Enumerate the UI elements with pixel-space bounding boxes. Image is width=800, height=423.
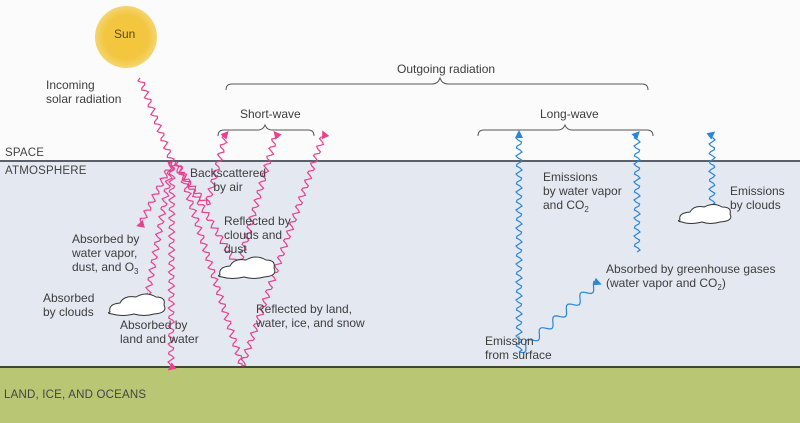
sun-icon [95, 6, 157, 68]
backscatter-up-arrow [205, 131, 229, 206]
reflected-land-label: Reflected by land, water, ice, and snow [256, 302, 365, 330]
reflected-ground-arrow [240, 130, 330, 367]
incoming-label: Incoming solar radiation [46, 78, 121, 106]
absorbed-greenhouse-line1: Absorbed by greenhouse gases [606, 262, 776, 276]
ozone-subscript: 3 [134, 267, 139, 276]
reflected-land-line1: Reflected by land, [256, 302, 353, 316]
absorbed-vapor-line3: dust, and O [72, 260, 135, 274]
incoming-line2: solar radiation [46, 92, 122, 106]
backscattered-line1: Backscattered [190, 166, 267, 180]
emissions-vapor-line1: Emissions [543, 170, 598, 184]
atmosphere-region [0, 160, 800, 368]
incoming-radiation-arrow [137, 77, 176, 163]
absorbed-land-line1: Absorbed by [120, 318, 188, 332]
short-wave-bracket [217, 123, 315, 137]
emission-surface-line1: Emission [485, 334, 534, 348]
absorbed-clouds-arrow [141, 161, 175, 302]
absorbed-greenhouse-label: Absorbed by greenhouse gases (water vapo… [606, 262, 775, 295]
cloud-icon [107, 293, 166, 316]
emissions-clouds-label: Emissions by clouds [730, 184, 785, 212]
absorbed-land-line2: land and water [120, 332, 199, 346]
absorbed-vapor-line2: water vapor, [72, 246, 138, 260]
emissions-vapor-label: Emissions by water vapor and CO2 [543, 170, 622, 217]
reflected-clouds-line1: Reflected by [224, 214, 291, 228]
reflected-land-line2: water, ice, and snow [256, 316, 365, 330]
reflected-cloud-arrow [236, 130, 282, 269]
emissions-clouds-line1: Emissions [730, 184, 785, 198]
greenhouse-absorbed-arrow [518, 277, 602, 354]
emissions-vapor-line2: by water vapor [543, 184, 622, 198]
absorbed-land-arrow [167, 161, 177, 371]
emissions-vapor-line3: and CO [543, 198, 585, 212]
to-ground-arrow [174, 161, 243, 366]
incoming-line1: Incoming [46, 78, 95, 92]
emission-surface-label: Emission from surface [485, 334, 552, 362]
long-wave-label: Long-wave [540, 107, 599, 121]
atmosphere-label: ATMOSPHERE [5, 165, 87, 177]
surface-label: LAND, ICE, AND OCEANS [4, 389, 147, 401]
co2-subscript: 2 [717, 283, 722, 292]
cloud-icon [677, 204, 732, 224]
surface-emission-up-arrow [515, 130, 523, 353]
closing-paren: ) [721, 276, 726, 290]
absorbed-vapor-line1: Absorbed by [72, 232, 140, 246]
absorbed-greenhouse-line2: (water vapor and CO [606, 276, 718, 290]
vapor-emission-arrow [631, 131, 641, 253]
long-wave-bracket [477, 123, 654, 137]
co2-subscript: 2 [584, 205, 589, 214]
cloud-emission-arrow [706, 131, 716, 206]
absorbed-land-label: Absorbed by land and water [120, 318, 199, 346]
surface-region [0, 366, 800, 423]
outgoing-bracket [225, 76, 649, 91]
cloud-icon [217, 256, 276, 279]
space-label: SPACE [5, 147, 45, 159]
to-cloud-arrow [173, 161, 239, 269]
absorbed-vapor-arrow [136, 161, 173, 228]
backscattered-line2: by air [213, 180, 243, 194]
outgoing-title: Outgoing radiation [397, 62, 496, 76]
backscattered-label: Backscattered by air [190, 166, 266, 194]
emission-surface-line2: from surface [485, 348, 552, 362]
emissions-clouds-line2: by clouds [730, 198, 781, 212]
short-wave-label: Short-wave [240, 107, 301, 121]
absorbed-vapor-label: Absorbed by water vapor, dust, and O3 [72, 232, 139, 279]
sun-label: Sun [114, 27, 136, 41]
absorbed-clouds-line2: by clouds [43, 305, 94, 319]
absorbed-clouds-label: Absorbed by clouds [43, 291, 94, 319]
reflected-clouds-label: Reflected by clouds and dust [224, 214, 291, 256]
absorbed-clouds-line1: Absorbed [43, 291, 95, 305]
reflected-clouds-line3: dust [224, 242, 247, 256]
reflected-clouds-line2: clouds and [224, 228, 283, 242]
